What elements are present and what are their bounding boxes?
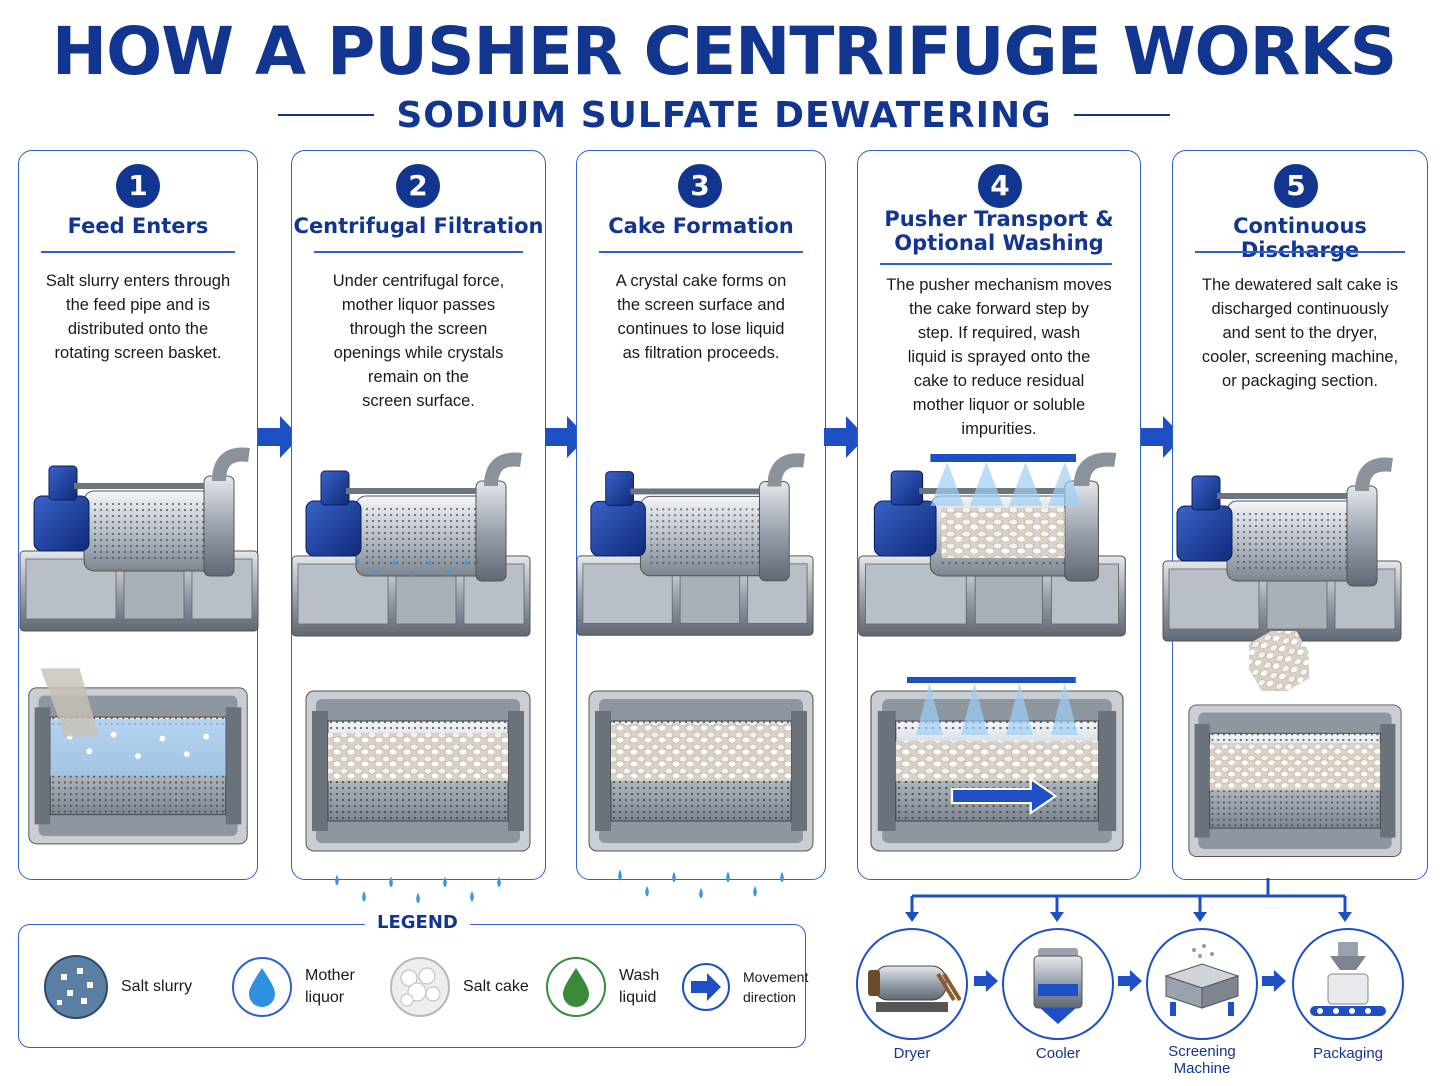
subtitle-rule-right [1073,114,1170,116]
salt-cake-icon [390,957,450,1017]
step-divider [1195,251,1405,253]
destination-arrow-2 [1118,970,1142,992]
destination-arrow-3 [1262,970,1286,992]
step-description: A crystal cake forms on the screen surfa… [615,272,787,362]
legend-label: Salt slurry [121,978,193,995]
discharge-distribution-lines [905,878,1352,922]
packaging-icon [1292,928,1404,1040]
destination-label: Packaging [1312,1045,1384,1062]
step-divider [41,251,235,253]
step-title: Feed Enters [67,214,209,238]
mother-liquor-drops [611,866,791,906]
destination-label: Screening Machine [1168,1043,1236,1077]
step-description: Salt slurry enters through the feed pipe… [45,272,231,362]
cake-cutaway-image [581,671,821,861]
legend-label: Salt cake [463,978,529,995]
step-title: Pusher Transport & Optional Washing [884,207,1114,255]
step-description: The dewatered salt cake is discharged co… [1201,276,1399,390]
centrifuge-machine-image [13,441,265,641]
cooler-icon [1002,928,1114,1040]
mother-liquor-drops [352,549,472,589]
centrifuge-machine-image [852,446,1132,646]
step-panel-2: 2 Centrifugal Filtration Under centrifug… [291,150,546,880]
legend-item-movement-direction: Movement direction [681,955,808,1019]
legend-item-mother-liquor: Mother liquor [231,955,355,1019]
dryer-icon [856,928,968,1040]
step-panel-4: 4 Pusher Transport & Optional Washing Th… [857,150,1141,880]
centrifuge-machine-image [571,446,819,646]
step-title: Cake Formation [608,214,794,238]
step-title: Centrifugal Filtration [293,214,544,238]
mother-liquor-icon [232,957,292,1017]
step-number-badge: 3 [678,164,722,208]
centrifuge-machine-image [1157,451,1407,651]
step-panel-3: 3 Cake Formation A crystal cake forms on… [576,150,826,880]
legend-label: Mother liquor [305,967,355,1006]
step-description: Under centrifugal force, mother liquor p… [332,272,505,410]
step-divider [599,251,803,253]
legend-label: Movement direction [743,969,809,1005]
salt-slurry-icon [44,955,108,1019]
subtitle-row: SODIUM SULFATE DEWATERING [0,93,1448,137]
step-number-badge: 2 [396,164,440,208]
centrifuge-machine-image [286,446,536,646]
legend-label: Wash liquid [619,967,660,1006]
step-panel-1: 1 Feed Enters Salt slurry enters through… [18,150,258,880]
legend-item-salt-slurry: Salt slurry [43,955,192,1019]
feed-cutaway-image [21,668,255,856]
legend-title: LEGEND [365,912,470,933]
wash-liquid-icon [546,957,606,1017]
page-title: HOW A PUSHER CENTRIFUGE WORKS [51,13,1397,90]
subtitle-rule-left [278,114,375,116]
legend-box: LEGEND Salt slurry Mother liquor Salt ca… [18,912,808,1048]
mother-liquor-drops [328,871,508,911]
step-divider [314,251,523,253]
step-number-badge: 4 [978,164,1022,208]
destination-arrow-1 [974,970,998,992]
movement-arrow-icon [682,963,730,1011]
legend-item-wash-liquid: Wash liquid [545,955,659,1019]
discharged-salt-cake [1249,631,1309,691]
destination-label: Cooler [1035,1045,1081,1062]
step-number-badge: 5 [1274,164,1318,208]
screening-machine-icon [1146,928,1258,1040]
discharge-cutaway-image [1175,686,1415,866]
step-description: The pusher mechanism moves the cake forw… [886,276,1112,438]
washing-cutaway-image [862,677,1132,861]
step-number-badge: 1 [116,164,160,208]
page-subtitle: SODIUM SULFATE DEWATERING [396,94,1052,136]
filtration-cutaway-image [296,671,540,861]
step-panel-5: 5 Continuous Discharge The dewatered sal… [1172,150,1428,880]
step-divider [880,263,1112,265]
legend-item-salt-cake: Salt cake [389,955,529,1019]
destination-label: Dryer [893,1045,931,1062]
step-title: Continuous Discharge [1233,214,1367,262]
